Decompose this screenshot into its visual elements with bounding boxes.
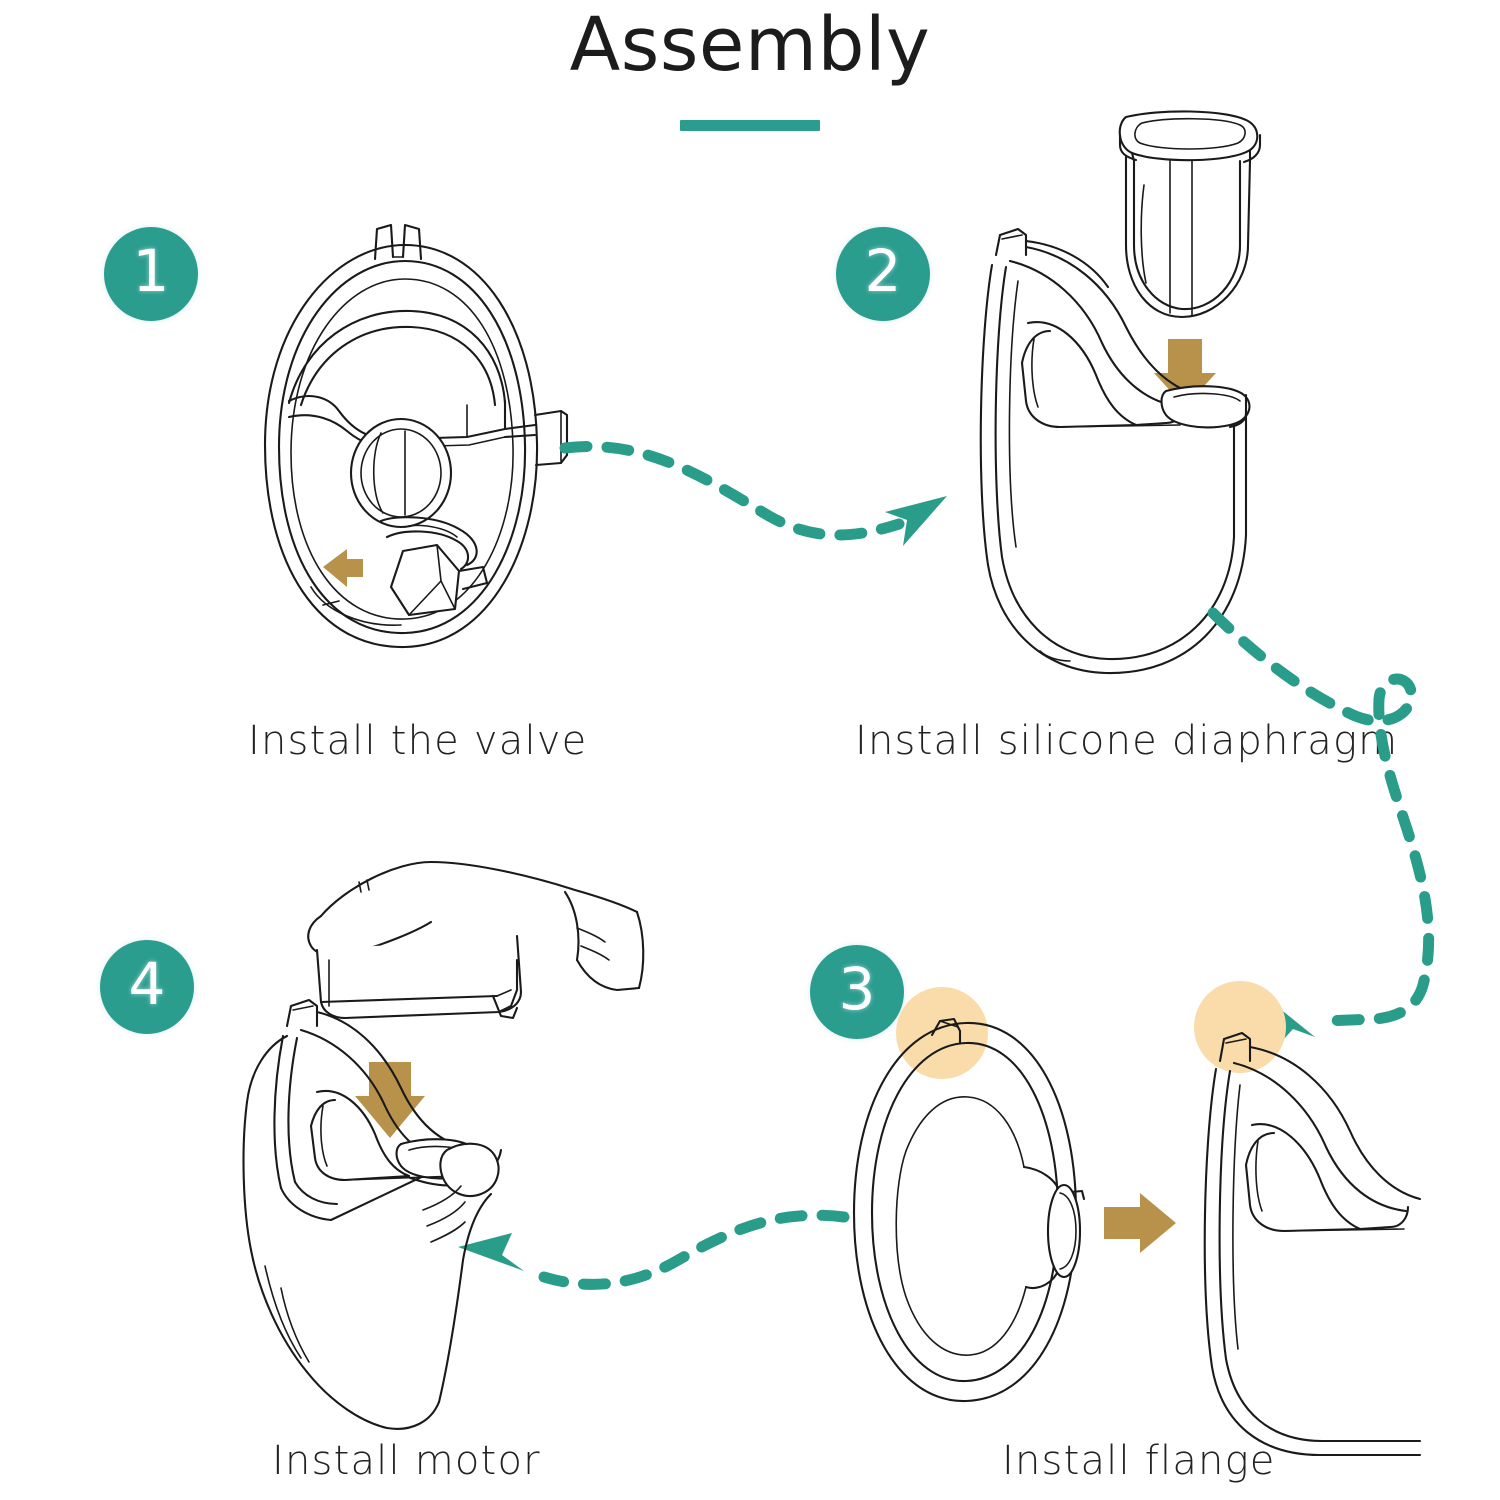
caption-install-flange: Install flange [1002, 1438, 1276, 1484]
caption-install-silicone-diaphragm: Install silicone diaphragm [855, 718, 1399, 764]
step-badge-4: 4 [100, 940, 194, 1034]
pump-body-front-view-svg [263, 223, 569, 649]
notch-highlight-flange [896, 987, 988, 1079]
flange-and-body-svg [852, 981, 1422, 1457]
notch-highlight-body [1194, 981, 1286, 1073]
title-block: Assembly [0, 0, 1500, 131]
connector-step-3-to-step-4 [440, 1195, 860, 1335]
step-badge-2: 2 [836, 227, 930, 321]
gold-arrow-down-step4 [355, 1062, 425, 1138]
hand-holding-pump-body [242, 998, 503, 1430]
illustration-install-the-valve [205, 215, 605, 685]
step-badge-3: 3 [810, 945, 904, 1039]
pump-body-side-view [979, 227, 1251, 675]
gold-arrow-right-step3 [1104, 1193, 1176, 1253]
illustration-install-silicone-diaphragm [930, 95, 1350, 695]
title-underline-bar [680, 120, 820, 131]
gold-arrow-right-step1 [323, 549, 363, 587]
hand-holding-motor [307, 860, 645, 1020]
step-badge-1: 1 [104, 227, 198, 321]
step-number-1: 1 [132, 237, 170, 305]
illustration-install-motor [225, 840, 665, 1440]
caption-install-motor: Install motor [272, 1438, 541, 1484]
silicone-diaphragm-and-body-svg [979, 110, 1262, 675]
illustration-install-flange [820, 955, 1460, 1457]
step-number-2: 2 [864, 237, 902, 305]
pump-body-side-view-step3 [1203, 1031, 1422, 1457]
page-title: Assembly [569, 2, 931, 88]
step-number-3: 3 [838, 955, 876, 1023]
hands-motor-and-body-svg [242, 860, 645, 1430]
caption-install-the-valve: Install the valve [248, 718, 588, 764]
flange-part [852, 1017, 1086, 1403]
connector-step-1-to-step-2 [555, 420, 975, 560]
step-number-4: 4 [128, 950, 166, 1018]
silicone-diaphragm-part [1118, 110, 1262, 319]
